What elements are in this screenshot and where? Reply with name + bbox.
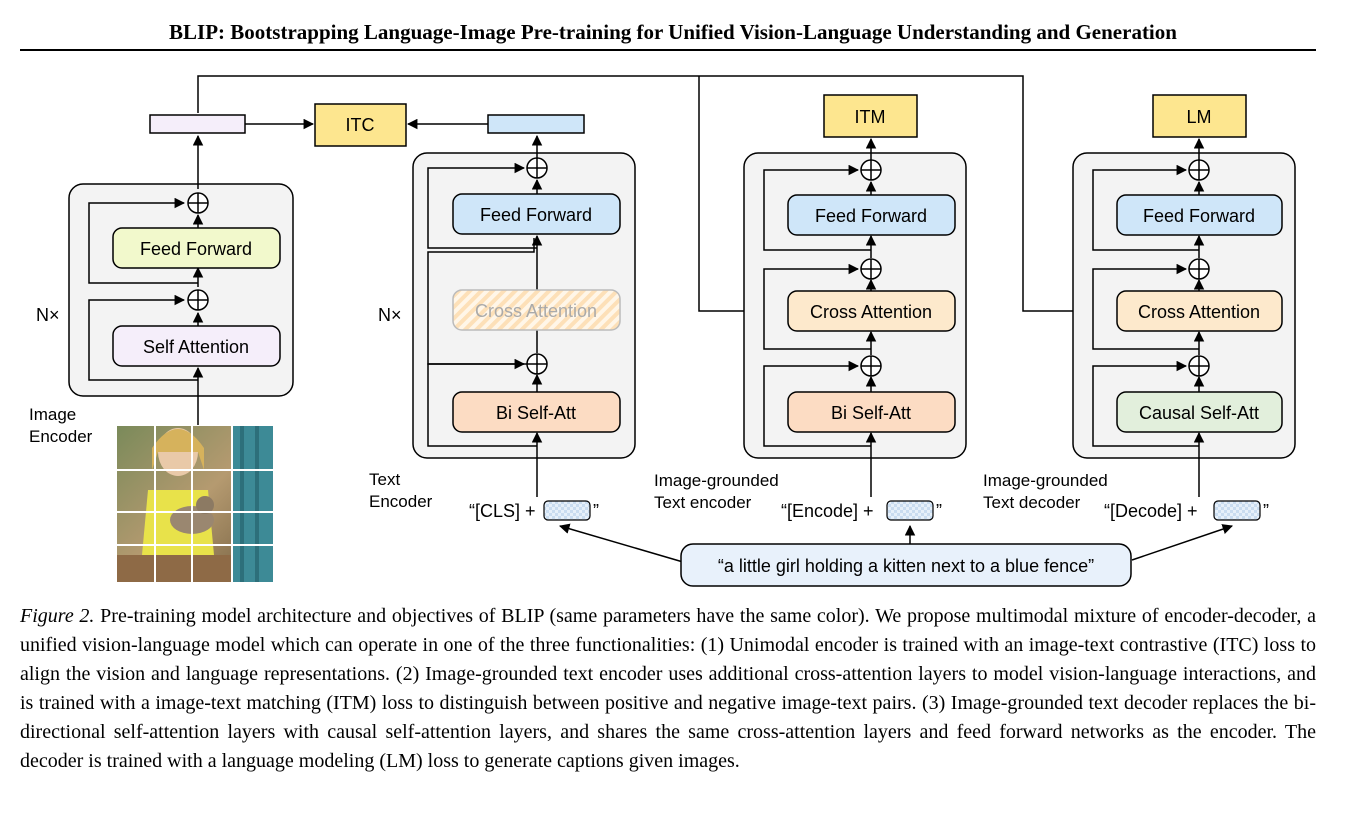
caption-input-text: “a little girl holding a kitten next to … (718, 556, 1094, 576)
grounded-decoder-module: Causal Self-Att Cross Attention Feed For… (983, 137, 1296, 521)
text-embedding-bar (487, 114, 585, 134)
image-encoder-add-icon (187, 192, 209, 311)
grounded-decoder-label-line2: Text decoder (983, 493, 1081, 512)
image-encoder-self-attention: Self Attention (143, 337, 249, 357)
text-encoder-input-token (543, 500, 591, 521)
paper-running-title: BLIP: Bootstrapping Language-Image Pre-t… (169, 20, 1177, 44)
image-encoder-label-line1: Image (29, 405, 76, 424)
lm-objective: LM (1152, 94, 1247, 138)
grounded-encoder-cross-attention: Cross Attention (810, 302, 932, 322)
image-embedding-bar (149, 114, 246, 134)
itm-label: ITM (855, 107, 886, 127)
blip-architecture-diagram: Self Attention Feed Forward N× Image Enc… (29, 75, 1296, 587)
figure-label: Figure 2. (20, 605, 95, 627)
grounded-encoder-input-prefix: “[Encode] + (781, 501, 874, 521)
grounded-decoder-label-line1: Image-grounded (983, 471, 1108, 490)
grounded-encoder-module: Bi Self-Att Cross Attention Feed Forward… (654, 137, 967, 521)
image-encoder-module: Self Attention Feed Forward N× Image Enc… (29, 114, 294, 446)
title-rule (20, 49, 1316, 51)
grounded-encoder-add-icon (860, 159, 882, 377)
text-encoder-cross-attention-disabled: Cross Attention (475, 301, 597, 321)
input-photo (117, 426, 273, 582)
text-encoder-input-suffix: ” (593, 501, 599, 521)
itc-label: ITC (346, 115, 375, 135)
itc-objective: ITC (245, 103, 488, 147)
grounded-encoder-input-suffix: ” (936, 501, 942, 521)
grounded-decoder-feed-forward: Feed Forward (1143, 206, 1255, 226)
grounded-encoder-input-token (886, 500, 934, 521)
grounded-decoder-add-icon (1188, 159, 1210, 377)
text-encoder-repeat: N× (378, 305, 402, 325)
grounded-decoder-input-prefix: “[Decode] + (1104, 501, 1198, 521)
text-encoder-label-line2: Encoder (369, 492, 433, 511)
grounded-encoder-label-line1: Image-grounded (654, 471, 779, 490)
grounded-encoder-label-line2: Text encoder (654, 493, 752, 512)
text-encoder-label-line1: Text (369, 470, 400, 489)
text-encoder-module: Bi Self-Att Cross Attention Feed Forward… (369, 114, 636, 521)
text-encoder-input-prefix: “[CLS] + (469, 501, 536, 521)
text-encoder-feed-forward: Feed Forward (480, 205, 592, 225)
grounded-encoder-feed-forward: Feed Forward (815, 206, 927, 226)
text-encoder-add-icon (526, 157, 548, 375)
image-encoder-label-line2: Encoder (29, 427, 93, 446)
grounded-decoder-input-suffix: ” (1263, 501, 1269, 521)
image-encoder-repeat: N× (36, 305, 60, 325)
itm-objective: ITM (823, 94, 918, 138)
caption-input: “a little girl holding a kitten next to … (558, 523, 1233, 587)
figure-caption-text: Pre-training model architecture and obje… (20, 605, 1316, 772)
grounded-encoder-bi-self-att: Bi Self-Att (831, 403, 911, 423)
figure-caption: Figure 2. Pre-training model architectur… (20, 602, 1316, 776)
grounded-decoder-causal-self-att: Causal Self-Att (1139, 403, 1259, 423)
lm-label: LM (1186, 107, 1211, 127)
grounded-decoder-input-token (1213, 500, 1261, 521)
image-encoder-feed-forward: Feed Forward (140, 239, 252, 259)
text-encoder-bi-self-att: Bi Self-Att (496, 403, 576, 423)
grounded-decoder-cross-attention: Cross Attention (1138, 302, 1260, 322)
